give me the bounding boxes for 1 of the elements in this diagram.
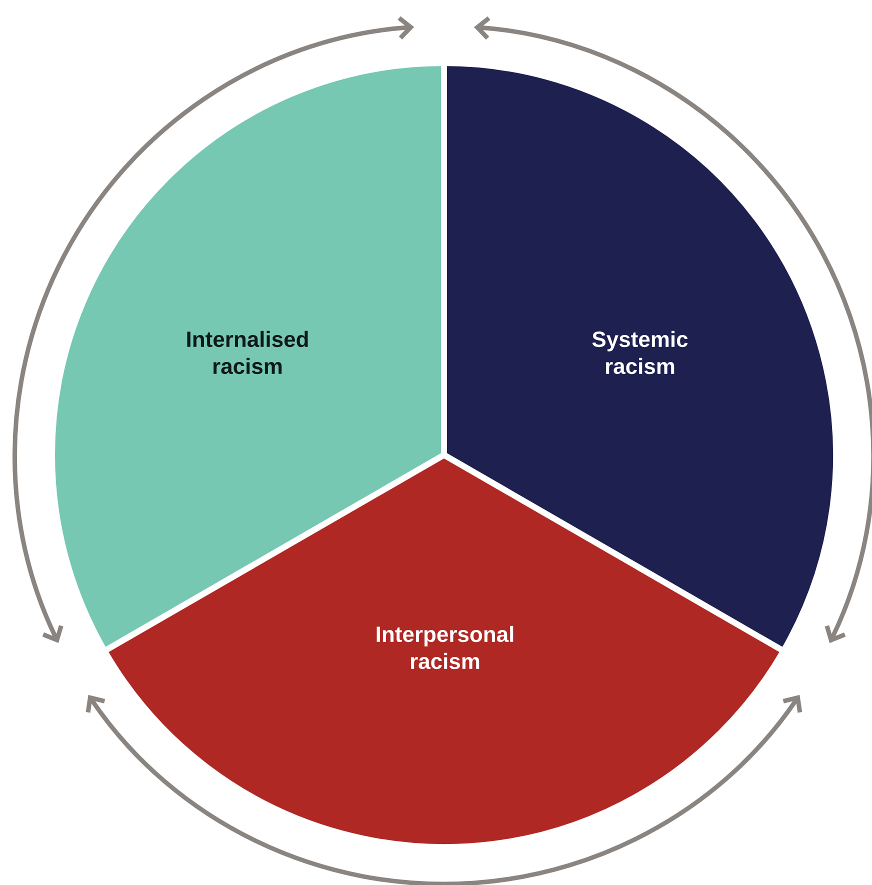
pie-segment: Interpersonal racism: [102, 452, 786, 850]
